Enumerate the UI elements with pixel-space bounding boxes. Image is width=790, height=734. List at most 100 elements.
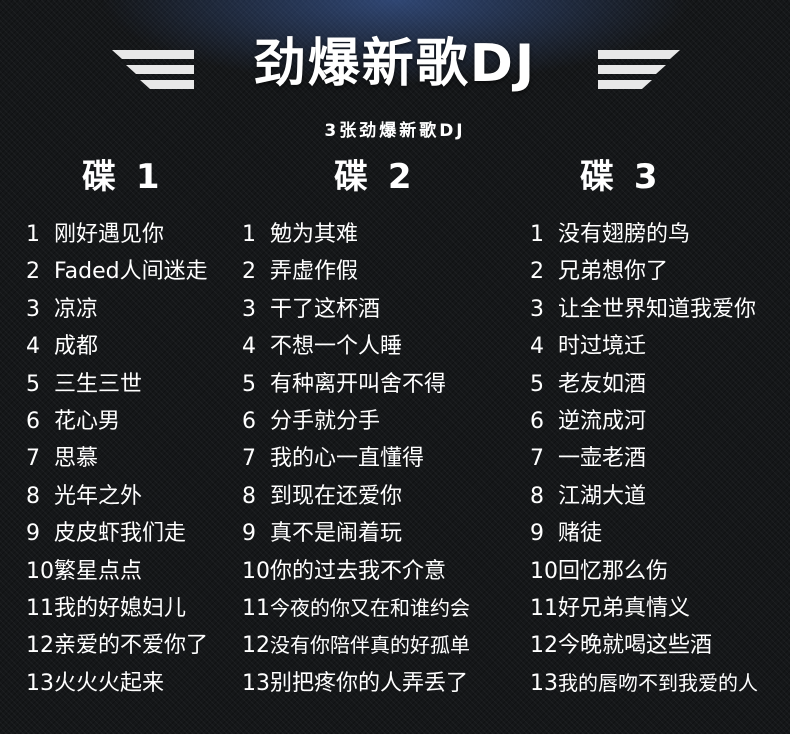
track-title: 繁星点点 [54, 558, 143, 584]
track-number: 8 [26, 483, 40, 509]
track-title: 好兄弟真情义 [558, 595, 691, 621]
list-item: 8 江湖大道 [530, 478, 758, 515]
track-number: 11 [530, 595, 558, 621]
disc-1-header: 碟 1 [82, 157, 164, 197]
track-title: 回忆那么伤 [558, 558, 669, 584]
track-title: 赌徒 [558, 521, 603, 547]
track-title: 有种离开叫舍不得 [270, 371, 447, 397]
track-number: 7 [26, 446, 40, 472]
track-number: 11 [242, 595, 270, 621]
list-item: 13别把疼你的人弄丢了 [242, 665, 470, 702]
list-item: 10你的过去我不介意 [242, 553, 470, 590]
track-title: 你的过去我不介意 [270, 558, 447, 584]
track-number: 5 [242, 371, 256, 397]
track-title: 花心男 [54, 408, 121, 434]
track-title: 不想一个人睡 [270, 334, 403, 360]
list-item: 6 花心男 [26, 403, 208, 440]
track-title: 江湖大道 [558, 483, 647, 509]
track-title: 让全世界知道我爱你 [558, 296, 757, 322]
list-item: 12今晚就喝这些酒 [530, 627, 758, 664]
track-title: 我的唇吻不到我爱的人 [558, 670, 758, 695]
track-title: 火火火起来 [54, 670, 165, 696]
track-title: 亲爱的不爱你了 [54, 633, 209, 659]
track-title: 别把疼你的人弄丢了 [270, 670, 469, 696]
track-number: 1 [242, 222, 256, 247]
list-item: 7 我的心一直懂得 [242, 440, 470, 477]
list-item: 4 成都 [26, 328, 208, 365]
track-number: 5 [26, 371, 40, 397]
track-number: 2 [26, 259, 40, 285]
list-item: 4 不想一个人睡 [242, 328, 470, 365]
list-item: 9 皮皮虾我们走 [26, 515, 208, 552]
track-number: 4 [26, 334, 40, 360]
track-title: 我的心一直懂得 [270, 446, 425, 472]
track-number: 12 [242, 633, 270, 659]
list-item: 1 勉为其难 [242, 216, 470, 253]
track-number: 7 [242, 446, 256, 472]
list-item: 10回忆那么伤 [530, 553, 758, 590]
list-item: 7 思慕 [26, 440, 208, 477]
track-number: 1 [530, 222, 544, 247]
list-item: 10繁星点点 [26, 553, 208, 590]
track-number: 3 [530, 296, 544, 322]
list-item: 11今夜的你又在和谁约会 [242, 590, 470, 627]
track-number: 8 [242, 483, 256, 509]
list-item: 11好兄弟真情义 [530, 590, 758, 627]
track-title: 成都 [54, 334, 99, 360]
track-number: 10 [530, 558, 558, 584]
track-title: 我的好媳妇儿 [54, 595, 187, 621]
disc-3-header: 碟 3 [580, 157, 662, 197]
right-wing-decoration-icon [598, 50, 680, 89]
track-title: 干了这杯酒 [270, 296, 381, 322]
track-title: 没有你陪伴真的好孤单 [270, 633, 470, 658]
page-subtitle: 3张劲爆新歌DJ [324, 121, 466, 141]
track-number: 2 [530, 259, 544, 285]
track-title: 今夜的你又在和谁约会 [270, 595, 470, 620]
track-number: 10 [26, 558, 54, 584]
track-title: 时过境迁 [558, 334, 647, 360]
track-number: 10 [242, 558, 270, 584]
track-number: 9 [242, 521, 256, 547]
track-number: 3 [242, 296, 256, 322]
track-number: 13 [530, 670, 558, 696]
track-number: 5 [530, 371, 544, 397]
track-title: 分手就分手 [270, 408, 381, 434]
track-number: 4 [242, 334, 256, 360]
track-title: 到现在还爱你 [270, 483, 403, 509]
track-number: 9 [26, 521, 40, 547]
list-item: 6 逆流成河 [530, 403, 758, 440]
list-item: 9 赌徒 [530, 515, 758, 552]
list-item: 8 到现在还爱你 [242, 478, 470, 515]
left-wing-decoration-icon [112, 50, 194, 89]
track-title: 弄虚作假 [270, 259, 359, 285]
track-number: 6 [26, 408, 40, 434]
track-title: 光年之外 [54, 483, 143, 509]
track-number: 3 [26, 296, 40, 322]
track-title: 皮皮虾我们走 [54, 521, 187, 547]
list-item: 13火火火起来 [26, 665, 208, 702]
track-title: 逆流成河 [558, 408, 647, 434]
track-number: 9 [530, 521, 544, 547]
list-item: 5 有种离开叫舍不得 [242, 366, 470, 403]
track-title: Faded人间迷走 [54, 259, 208, 285]
track-number: 6 [530, 408, 544, 434]
track-title: 思慕 [54, 446, 99, 472]
track-number: 13 [242, 670, 270, 696]
list-item: 2 Faded人间迷走 [26, 253, 208, 290]
track-title: 勉为其难 [270, 222, 359, 247]
list-item: 12没有你陪伴真的好孤单 [242, 627, 470, 664]
track-number: 12 [26, 633, 54, 659]
track-title: 今晚就喝这些酒 [558, 633, 713, 659]
track-number: 8 [530, 483, 544, 509]
page-title: 劲爆新歌DJ [253, 34, 537, 94]
track-number: 7 [530, 446, 544, 472]
